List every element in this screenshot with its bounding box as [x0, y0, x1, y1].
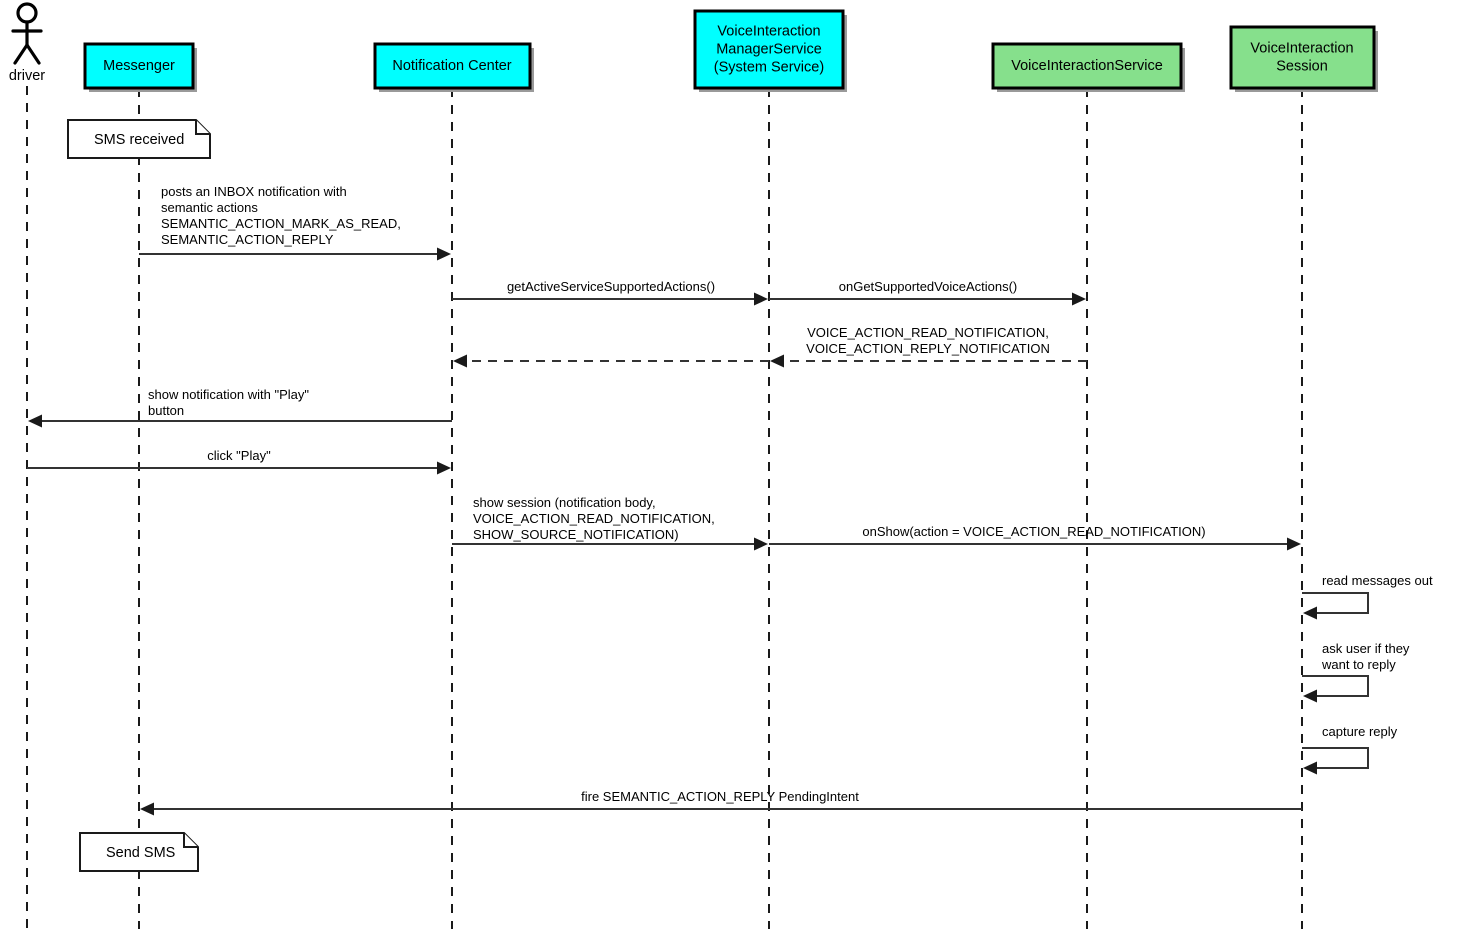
- msg-click-play[interactable]: click "Play": [27, 448, 451, 475]
- message-label-line: show notification with "Play": [148, 387, 309, 402]
- participant-label-line: VoiceInteractionService: [1011, 58, 1163, 74]
- participant-label-line: VoiceInteraction: [717, 23, 820, 39]
- participant-label-line: Notification Center: [392, 58, 511, 74]
- actor-label-driver: driver: [9, 68, 45, 84]
- self-message-label-line: ask user if they: [1322, 641, 1410, 656]
- message-label-line: onGetSupportedVoiceActions(): [839, 279, 1018, 294]
- self-message-label-line: capture reply: [1322, 724, 1398, 739]
- participant-label-line: ManagerService: [716, 41, 822, 57]
- note-sms-received: SMS received: [67, 119, 211, 159]
- messages-layer: posts an INBOX notification withsemantic…: [27, 184, 1302, 816]
- message-label-line: VOICE_ACTION_READ_NOTIFICATION,: [473, 511, 715, 526]
- self-message-loop: [1302, 747, 1369, 769]
- lifelines-layer: [26, 86, 1303, 929]
- message-arrow-head-icon: [754, 537, 768, 551]
- message-label-line: fire SEMANTIC_ACTION_REPLY PendingIntent: [581, 789, 859, 804]
- message-label-line: VOICE_ACTION_REPLY_NOTIFICATION: [806, 341, 1050, 356]
- self-message-arrow-head-icon: [1303, 689, 1317, 703]
- message-label-line: VOICE_ACTION_READ_NOTIFICATION,: [807, 325, 1049, 340]
- message-arrow-head-icon: [1287, 537, 1301, 551]
- msg-post-inbox-notification[interactable]: posts an INBOX notification withsemantic…: [139, 184, 451, 261]
- msg-get-active-service-supported-actions[interactable]: getActiveServiceSupportedActions(): [452, 279, 768, 306]
- message-arrow-head-icon: [453, 354, 467, 368]
- participant-box-voice-interaction-service[interactable]: VoiceInteractionService: [991, 42, 1185, 92]
- message-arrow-head-icon: [28, 414, 42, 428]
- msg-show-notification-with-play-button[interactable]: show notification with "Play"button: [28, 387, 452, 428]
- note-body: [67, 119, 211, 159]
- msg-show-session[interactable]: show session (notification body,VOICE_AC…: [452, 495, 768, 551]
- participant-label-line: Session: [1276, 58, 1328, 74]
- self-read-messages-out[interactable]: read messages out: [1302, 573, 1433, 620]
- msg-fire-semantic-action-reply-pendingintent[interactable]: fire SEMANTIC_ACTION_REPLY PendingIntent: [140, 789, 1302, 816]
- message-arrow-head-icon: [770, 354, 784, 368]
- note-fold-corner-icon: [195, 120, 210, 135]
- participant-rect: [1229, 25, 1376, 90]
- participant-rect: [83, 42, 195, 90]
- message-label-line: SEMANTIC_ACTION_REPLY: [161, 232, 334, 247]
- actors-layer: driver: [9, 2, 45, 84]
- note-fold-corner-icon: [183, 833, 198, 848]
- actor-driver[interactable]: driver: [9, 2, 45, 84]
- participant-label-line: (System Service): [714, 59, 824, 75]
- self-capture-reply[interactable]: capture reply: [1302, 724, 1398, 775]
- participant-rect: [991, 42, 1183, 90]
- participant-rect: [373, 42, 532, 90]
- message-arrow-head-icon: [1072, 292, 1086, 306]
- msg-on-get-supported-voice-actions[interactable]: onGetSupportedVoiceActions(): [769, 279, 1086, 306]
- participant-label-line: Messenger: [103, 58, 175, 74]
- note-text: Send SMS: [106, 845, 175, 861]
- note-body: [79, 832, 199, 872]
- self-message-loop: [1302, 675, 1369, 697]
- message-label-line: posts an INBOX notification with: [161, 184, 347, 199]
- message-arrow-head-icon: [437, 247, 451, 261]
- message-arrow-head-icon: [754, 292, 768, 306]
- msg-return-voice-actions-to-nc[interactable]: [453, 354, 769, 368]
- participant-label-line: VoiceInteraction: [1250, 40, 1353, 56]
- note-text: SMS received: [94, 132, 184, 148]
- note-send-sms: Send SMS: [79, 832, 199, 872]
- message-label-line: show session (notification body,: [473, 495, 656, 510]
- participant-box-notification-center[interactable]: Notification Center: [373, 42, 534, 92]
- self-message-loop: [1302, 592, 1369, 614]
- message-label-line: semantic actions: [161, 200, 258, 215]
- participant-box-messenger[interactable]: Messenger: [83, 42, 197, 92]
- message-label-line: getActiveServiceSupportedActions(): [507, 279, 715, 294]
- message-arrow-head-icon: [437, 461, 451, 475]
- self-message-arrow-head-icon: [1303, 606, 1317, 620]
- participant-rect: [693, 9, 845, 90]
- participants-layer: Messenger Notification Center VoiceInterac…: [83, 9, 1378, 92]
- message-label-line: SHOW_SOURCE_NOTIFICATION): [473, 527, 679, 542]
- message-label-line: button: [148, 403, 184, 418]
- message-arrow-head-icon: [140, 802, 154, 816]
- message-label-line: SEMANTIC_ACTION_MARK_AS_READ,: [161, 216, 401, 231]
- msg-return-voice-actions-to-vims[interactable]: VOICE_ACTION_READ_NOTIFICATION,VOICE_ACT…: [770, 325, 1087, 368]
- message-label-line: onShow(action = VOICE_ACTION_READ_NOTIFI…: [862, 524, 1205, 539]
- self-message-arrow-head-icon: [1303, 761, 1317, 775]
- self-message-label-line: want to reply: [1321, 657, 1396, 672]
- msg-on-show[interactable]: onShow(action = VOICE_ACTION_READ_NOTIFI…: [769, 524, 1301, 551]
- self-message-label-line: read messages out: [1322, 573, 1433, 588]
- message-label-line: click "Play": [207, 448, 271, 463]
